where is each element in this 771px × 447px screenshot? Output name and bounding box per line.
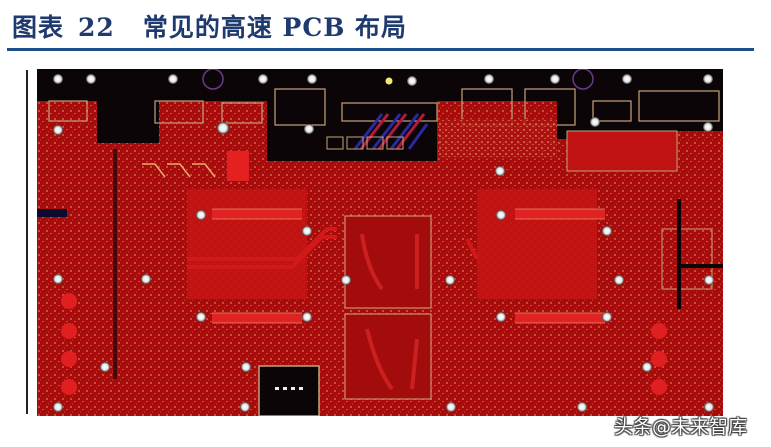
figure-title: 图表 22 常见的高速 PCB 布局 xyxy=(12,12,407,44)
watermark: 头条@未来智库 xyxy=(614,416,748,438)
figure-caption: 常见的高速 PCB 布局 xyxy=(142,13,408,42)
figure-label: 图表 xyxy=(12,13,65,42)
figure-number: 22 xyxy=(78,13,115,42)
pcb-layout-image xyxy=(37,69,723,416)
image-left-border xyxy=(26,70,28,414)
title-rule xyxy=(7,48,754,51)
